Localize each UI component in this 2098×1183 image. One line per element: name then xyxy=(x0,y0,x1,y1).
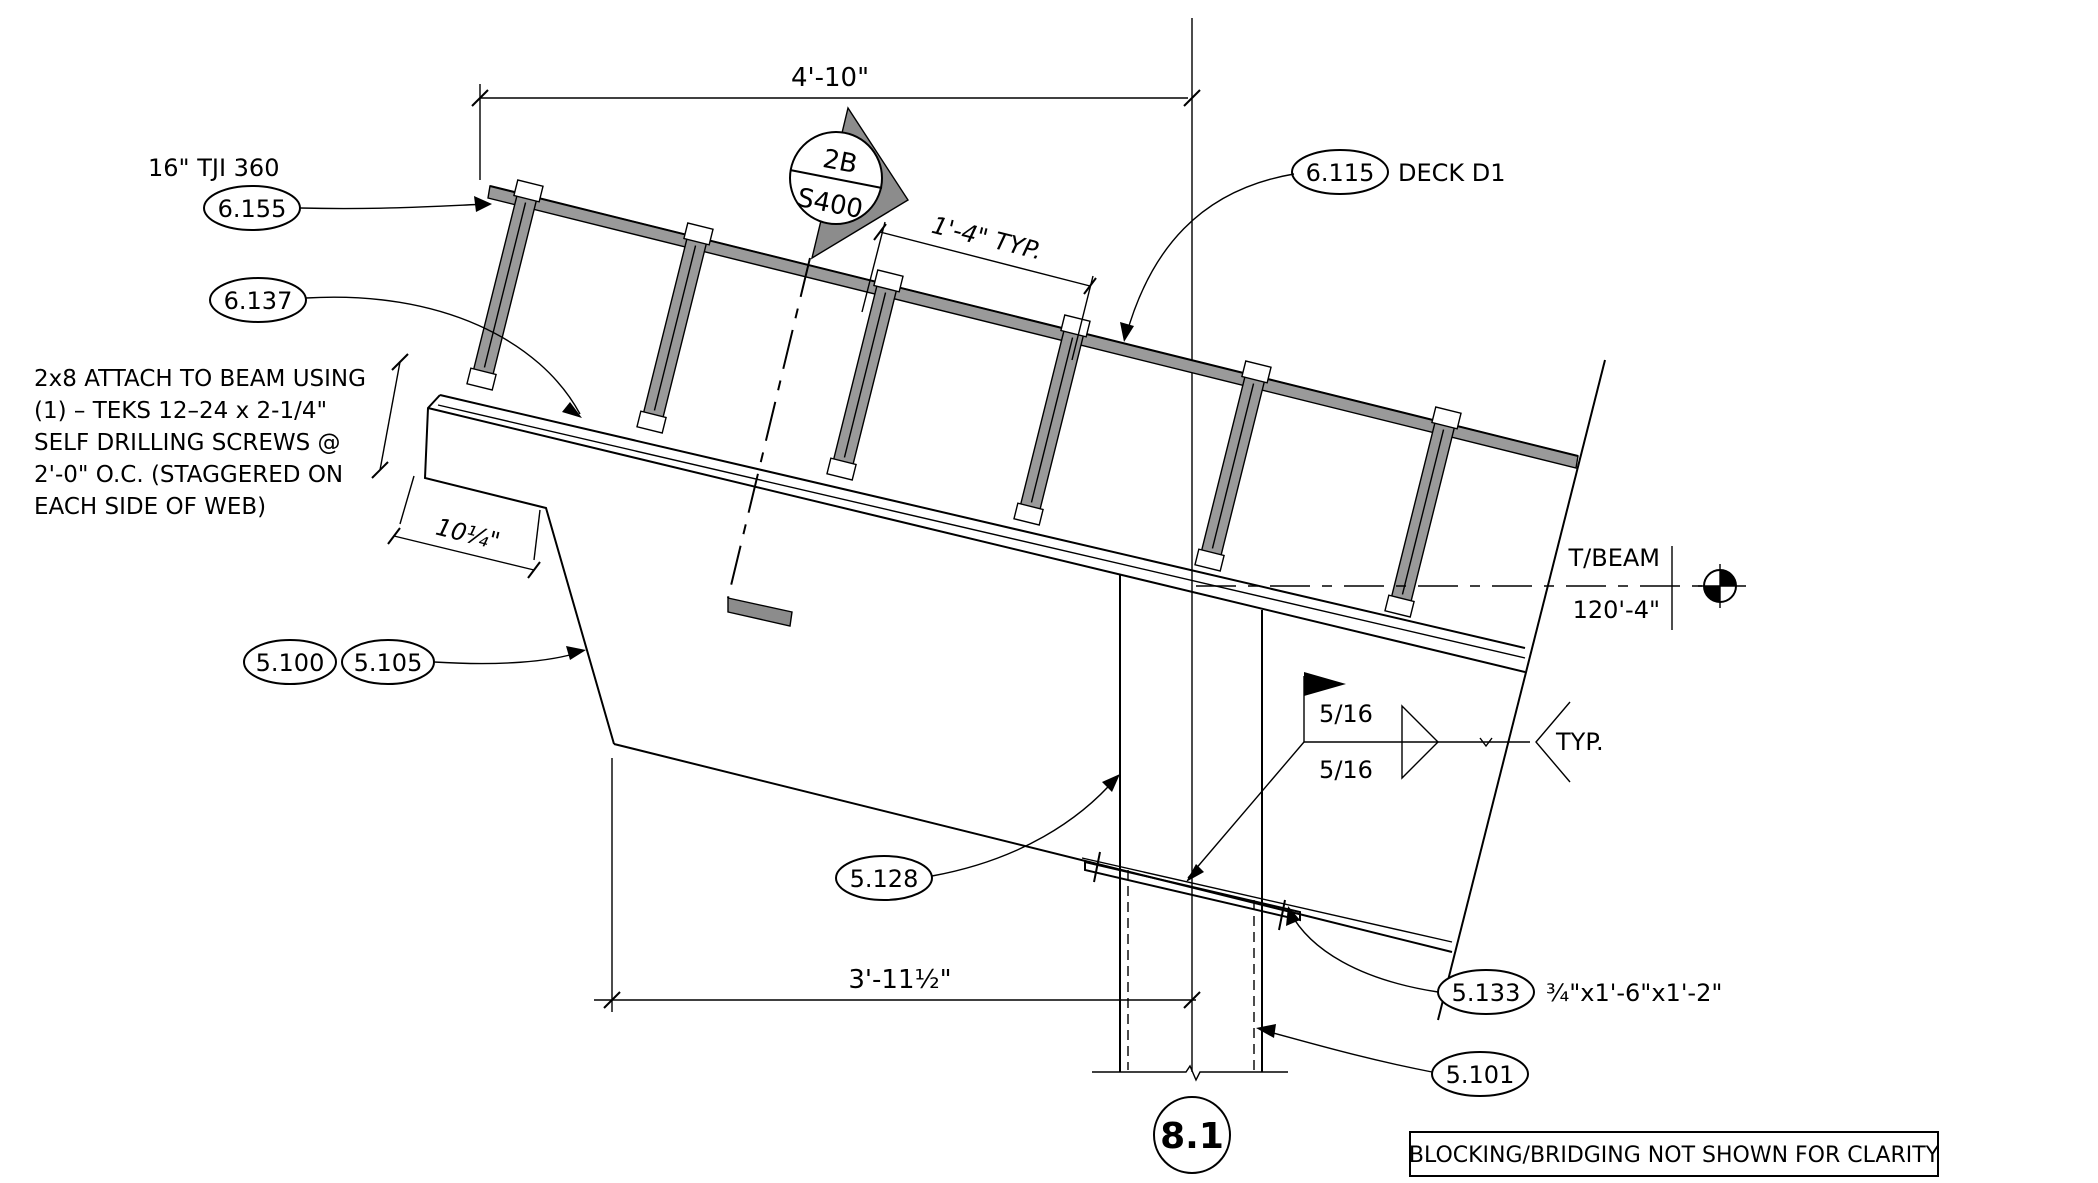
deck-d1 xyxy=(487,185,1579,469)
steel-column xyxy=(1119,575,1263,1072)
clarity-note: BLOCKING/BRIDGING NOT SHOWN FOR CLARITY xyxy=(1409,1131,1940,1177)
callout-joist: 16" TJI 360 6.155 xyxy=(148,154,492,231)
section-detail: 2B xyxy=(820,144,859,180)
joist-ref: 6.155 xyxy=(218,195,287,223)
dimension-seat: 10¼" xyxy=(387,475,541,579)
dimension-joist-spacing-label: 1'-4" TYP. xyxy=(929,211,1045,265)
dimension-bottom: 3'-11½" xyxy=(594,758,1201,1012)
elevation-label: T/BEAM xyxy=(1568,544,1661,572)
deck-label: DECK D1 xyxy=(1398,159,1506,187)
stiffener-ref: 5.128 xyxy=(850,865,919,893)
deck-ref-bubble xyxy=(1291,149,1389,195)
note-line-1: 2x8 ATTACH TO BEAM USING xyxy=(34,366,366,392)
stiffener-ref-bubble xyxy=(835,855,933,901)
grid-line-8-1: 8.1 xyxy=(1092,18,1288,1174)
column-ref-bubble xyxy=(1431,1051,1529,1097)
elevation-value: 120'-4" xyxy=(1573,596,1660,624)
grid-label: 8.1 xyxy=(1160,1116,1224,1157)
grid-bubble xyxy=(1153,1096,1231,1174)
note-line-5: EACH SIDE OF WEB) xyxy=(34,494,266,520)
dimension-ledger xyxy=(371,353,409,479)
callout-deck: 6.115 DECK D1 xyxy=(1120,149,1506,342)
column-ref: 5.101 xyxy=(1446,1061,1515,1089)
joist-label: 16" TJI 360 xyxy=(148,154,279,182)
dimension-top-label: 4'-10" xyxy=(791,63,869,93)
section-cut-marker: 2B S400 xyxy=(727,106,909,627)
plate-size: ¾"x1'-6"x1'-2" xyxy=(1546,979,1722,1007)
deck-ref: 6.115 xyxy=(1306,159,1375,187)
dimension-bottom-label: 3'-11½" xyxy=(848,965,951,995)
note-line-2: (1) – TEKS 12–24 x 2-1/4" xyxy=(34,398,327,424)
note-line-4: 2'-0" O.C. (STAGGERED ON xyxy=(34,462,343,488)
dimension-seat-label: 10¼" xyxy=(433,513,503,556)
elevation-marker: T/BEAM 120'-4" xyxy=(1196,544,1746,630)
weld-size-top: 5/16 xyxy=(1319,700,1373,728)
plate-ref: 5.133 xyxy=(1452,979,1521,1007)
beam-ref-1-bubble xyxy=(243,639,337,685)
beam-ref-2: 5.105 xyxy=(354,649,423,677)
callout-beam: 5.100 5.105 xyxy=(243,639,586,685)
beam-ref-1: 5.100 xyxy=(256,649,325,677)
steel-beam xyxy=(423,359,1606,1021)
callout-plate: 5.133 ¾"x1'-6"x1'-2" xyxy=(1286,906,1722,1015)
callout-column: 5.101 xyxy=(1256,1024,1529,1097)
ledger-attachment-note: 2x8 ATTACH TO BEAM USING (1) – TEKS 12–2… xyxy=(34,366,366,520)
field-weld-flag-icon xyxy=(1304,672,1346,696)
dimension-top: 4'-10" xyxy=(471,63,1201,180)
callout-ledger: 6.137 xyxy=(209,277,582,418)
tji-joists xyxy=(466,179,1462,618)
clarity-note-text: BLOCKING/BRIDGING NOT SHOWN FOR CLARITY xyxy=(1409,1143,1940,1168)
weld-size-bottom: 5/16 xyxy=(1319,756,1373,784)
note-line-3: SELF DRILLING SCREWS @ xyxy=(34,430,341,456)
ledger-ref-bubble xyxy=(209,277,307,323)
weld-symbol: 5/16 5/16 TYP. xyxy=(1186,672,1604,882)
callout-stiffener: 5.128 xyxy=(835,774,1120,901)
ledger-ref: 6.137 xyxy=(224,287,293,315)
weld-tail: TYP. xyxy=(1555,728,1604,756)
